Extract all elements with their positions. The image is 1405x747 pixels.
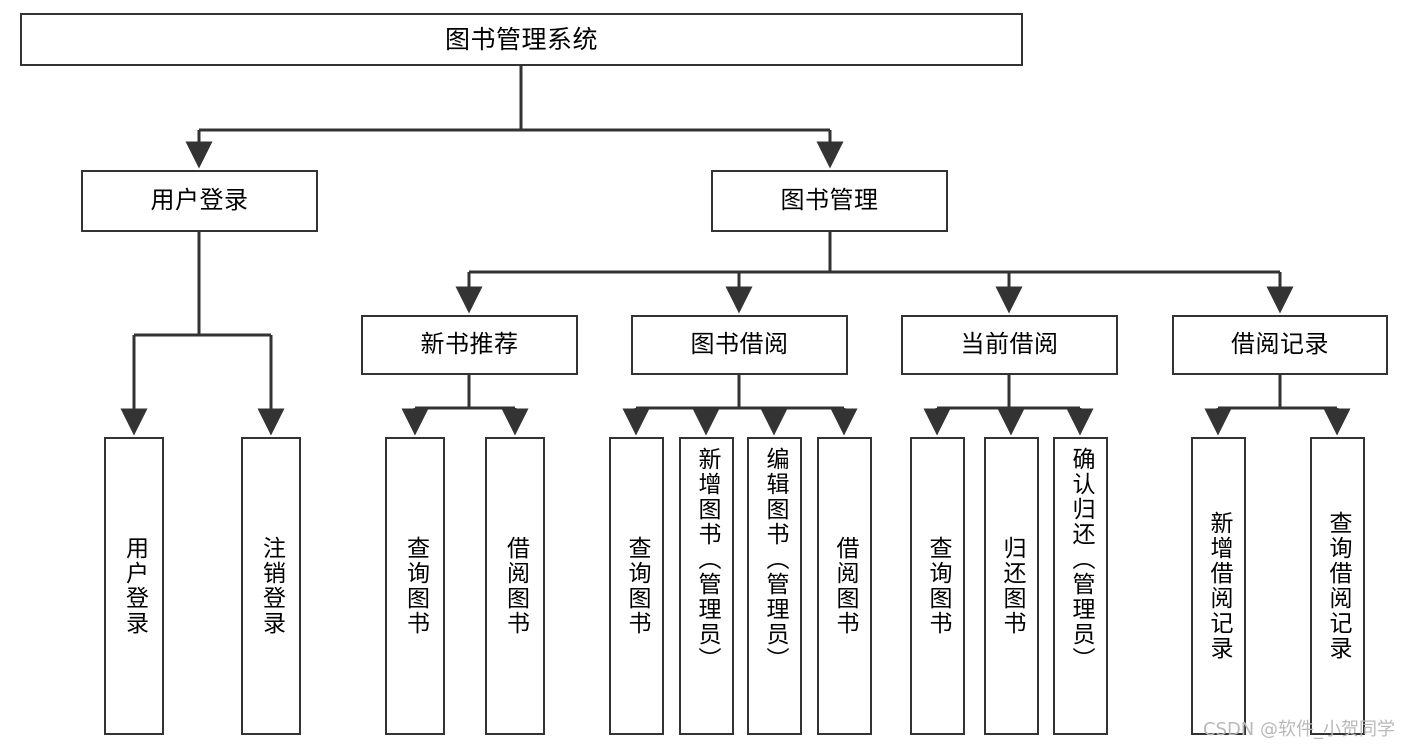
node-root-label: 图书管理系统 — [444, 25, 598, 54]
node-user-login-label: 用户登录 — [150, 186, 249, 215]
node-current-borrow[interactable]: 当前借阅 — [901, 315, 1118, 375]
leaf-query-book-2[interactable]: 查询图书 — [609, 437, 664, 735]
node-root[interactable]: 图书管理系统 — [20, 13, 1023, 66]
leaf-query-book-3-label: 查询图书 — [925, 536, 951, 636]
leaf-borrow-book-2[interactable]: 借阅图书 — [817, 437, 872, 735]
leaf-borrow-book-1-label: 借阅图书 — [502, 536, 529, 636]
leaf-query-record-label: 查询借阅记录 — [1325, 511, 1351, 661]
leaf-logout-label: 注销登录 — [258, 536, 285, 636]
csdn-watermark: CSDN @软件_小贺同学 — [1202, 719, 1395, 740]
node-borrow-record[interactable]: 借阅记录 — [1172, 315, 1388, 375]
node-new-book-rec-label: 新书推荐 — [420, 330, 519, 359]
leaf-logout[interactable]: 注销登录 — [241, 437, 301, 735]
node-book-borrow[interactable]: 图书借阅 — [631, 315, 848, 375]
leaf-query-book-1[interactable]: 查询图书 — [385, 437, 445, 735]
leaf-add-book-label: 新增图书（管理员） — [694, 447, 720, 672]
leaf-return-book-label: 归还图书 — [999, 536, 1025, 636]
leaf-query-record[interactable]: 查询借阅记录 — [1310, 437, 1365, 735]
leaf-add-record-label: 新增借阅记录 — [1206, 511, 1232, 661]
node-book-manage-label: 图书管理 — [780, 186, 879, 215]
leaf-edit-book[interactable]: 编辑图书（管理员） — [747, 437, 802, 735]
leaf-query-book-1-label: 查询图书 — [402, 536, 429, 636]
leaf-confirm-return[interactable]: 确认归还（管理员） — [1053, 437, 1108, 735]
node-user-login[interactable]: 用户登录 — [81, 170, 318, 232]
leaf-query-book-2-label: 查询图书 — [624, 536, 650, 636]
leaf-add-book[interactable]: 新增图书（管理员） — [679, 437, 734, 735]
leaf-return-book[interactable]: 归还图书 — [984, 437, 1039, 735]
leaf-add-record[interactable]: 新增借阅记录 — [1191, 437, 1246, 735]
leaf-query-book-3[interactable]: 查询图书 — [910, 437, 965, 735]
leaf-borrow-book-2-label: 借阅图书 — [832, 536, 858, 636]
leaf-user-login[interactable]: 用户登录 — [104, 437, 164, 735]
leaf-edit-book-label: 编辑图书（管理员） — [762, 447, 788, 672]
node-borrow-record-label: 借阅记录 — [1231, 330, 1329, 359]
leaf-user-login-label: 用户登录 — [121, 536, 148, 636]
node-new-book-rec[interactable]: 新书推荐 — [361, 315, 578, 375]
node-current-borrow-label: 当前借阅 — [960, 330, 1059, 359]
node-book-borrow-label: 图书借阅 — [690, 330, 789, 359]
leaf-borrow-book-1[interactable]: 借阅图书 — [485, 437, 545, 735]
leaf-confirm-return-label: 确认归还（管理员） — [1068, 447, 1094, 672]
node-book-manage[interactable]: 图书管理 — [711, 170, 948, 232]
